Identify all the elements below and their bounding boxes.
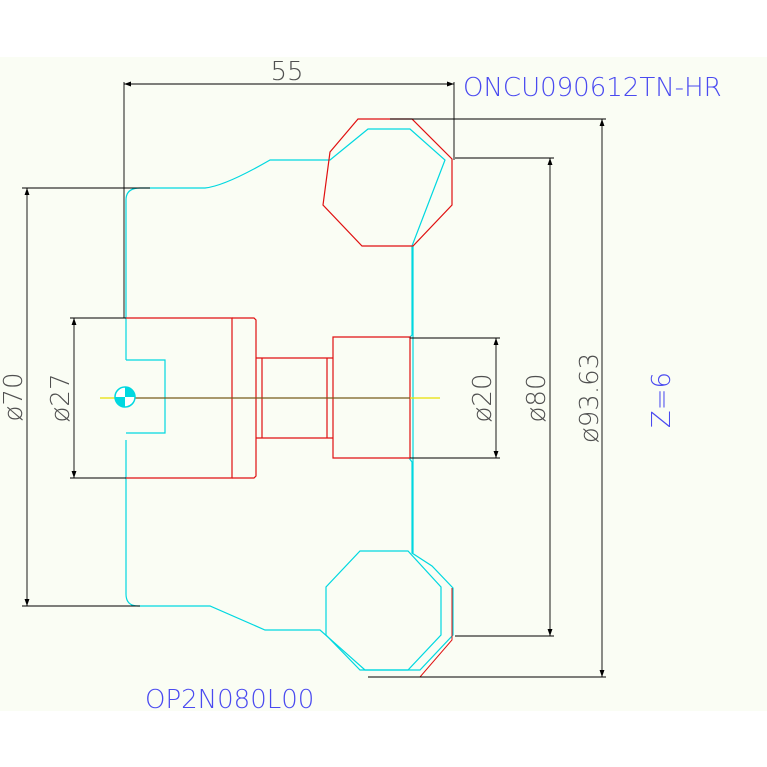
insert-code-label: ONCU090612TN-HR <box>463 73 722 103</box>
origin-marker-icon <box>114 386 136 408</box>
lower-insert-seat-octagon <box>325 550 442 671</box>
dim-20-text: ø20 <box>468 374 498 423</box>
dim-93-text: ø93.63 <box>575 353 605 443</box>
dim-80-text: ø80 <box>522 374 552 423</box>
holder-code-label: OP2N080L00 <box>145 685 314 715</box>
dim-27-text: ø27 <box>46 374 76 423</box>
tooth-count-label: Z=6 <box>647 372 677 428</box>
dim-55-text: 55 <box>270 57 303 87</box>
dimension-lines <box>22 81 606 678</box>
upper-insert-octagon <box>322 118 453 247</box>
dim-70-text: ø70 <box>0 373 29 422</box>
